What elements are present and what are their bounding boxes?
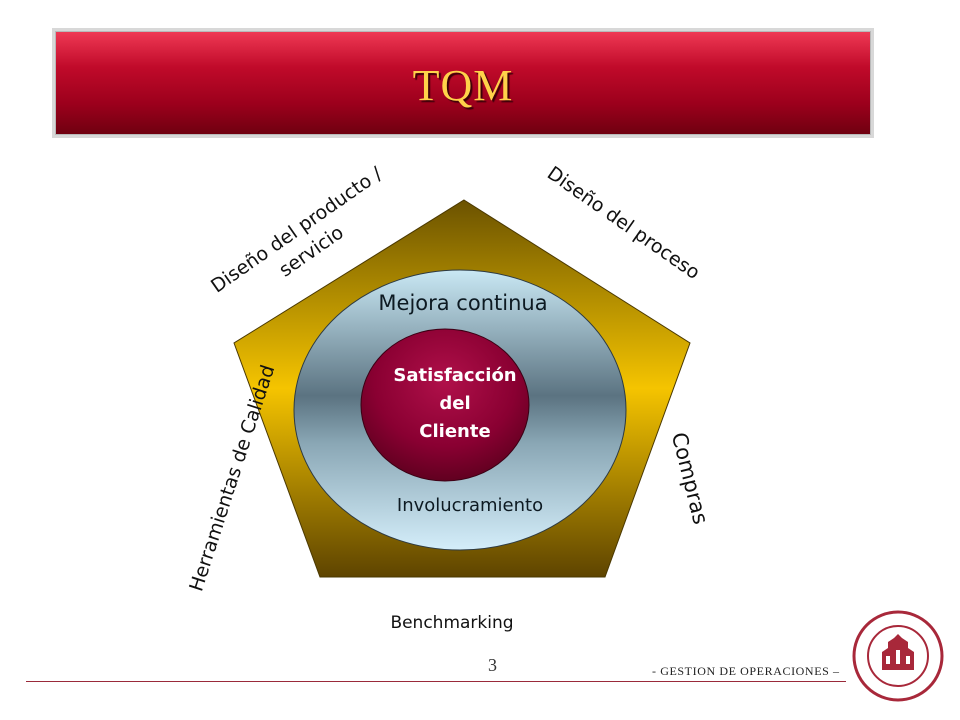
label-purchasing: Compras: [667, 430, 713, 527]
center-ellipse: [360, 328, 530, 482]
page-title: TQM: [412, 61, 514, 110]
label-benchmarking: Benchmarking: [390, 613, 513, 633]
footer-divider: [26, 681, 846, 682]
ring-label-bottom: Involucramiento: [397, 495, 543, 516]
center-line-3: Cliente: [419, 421, 490, 442]
ring-label-top: Mejora continua: [378, 291, 547, 315]
center-text: Satisfacción del Cliente: [393, 365, 516, 442]
center-line-2: del: [439, 393, 470, 414]
center-line-1: Satisfacción: [393, 365, 516, 386]
university-seal-icon: [852, 610, 944, 702]
title-banner: TQM: [52, 28, 874, 138]
footer-course: - GESTION DE OPERACIONES –: [652, 664, 840, 678]
label-quality-tools: Herramientas de Calidad: [185, 362, 279, 594]
page-number: 3: [488, 655, 497, 675]
